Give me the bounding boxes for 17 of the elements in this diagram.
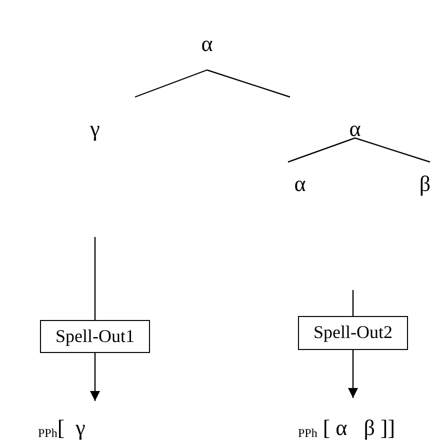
arrow xyxy=(90,353,100,401)
tree-label: β xyxy=(419,172,431,196)
tree-label: α xyxy=(349,117,361,142)
process-box: Spell-Out1 xyxy=(40,320,150,353)
branch-line xyxy=(352,290,354,316)
branch-line xyxy=(354,137,430,163)
branch-line xyxy=(134,69,208,98)
process-box: Spell-Out2 xyxy=(298,316,408,350)
tree-label: γ xyxy=(90,117,100,142)
tree-label: α xyxy=(201,32,213,56)
arrow xyxy=(348,350,358,398)
branch-line xyxy=(206,69,290,98)
bracketed-output: $_{PPh}$ [ α β ]] xyxy=(298,416,396,440)
branch-line xyxy=(288,137,356,163)
branch-line xyxy=(94,237,96,320)
tree-label: α xyxy=(294,172,306,196)
bracketed-output: $_{PPh}$[ γ xyxy=(38,416,86,440)
